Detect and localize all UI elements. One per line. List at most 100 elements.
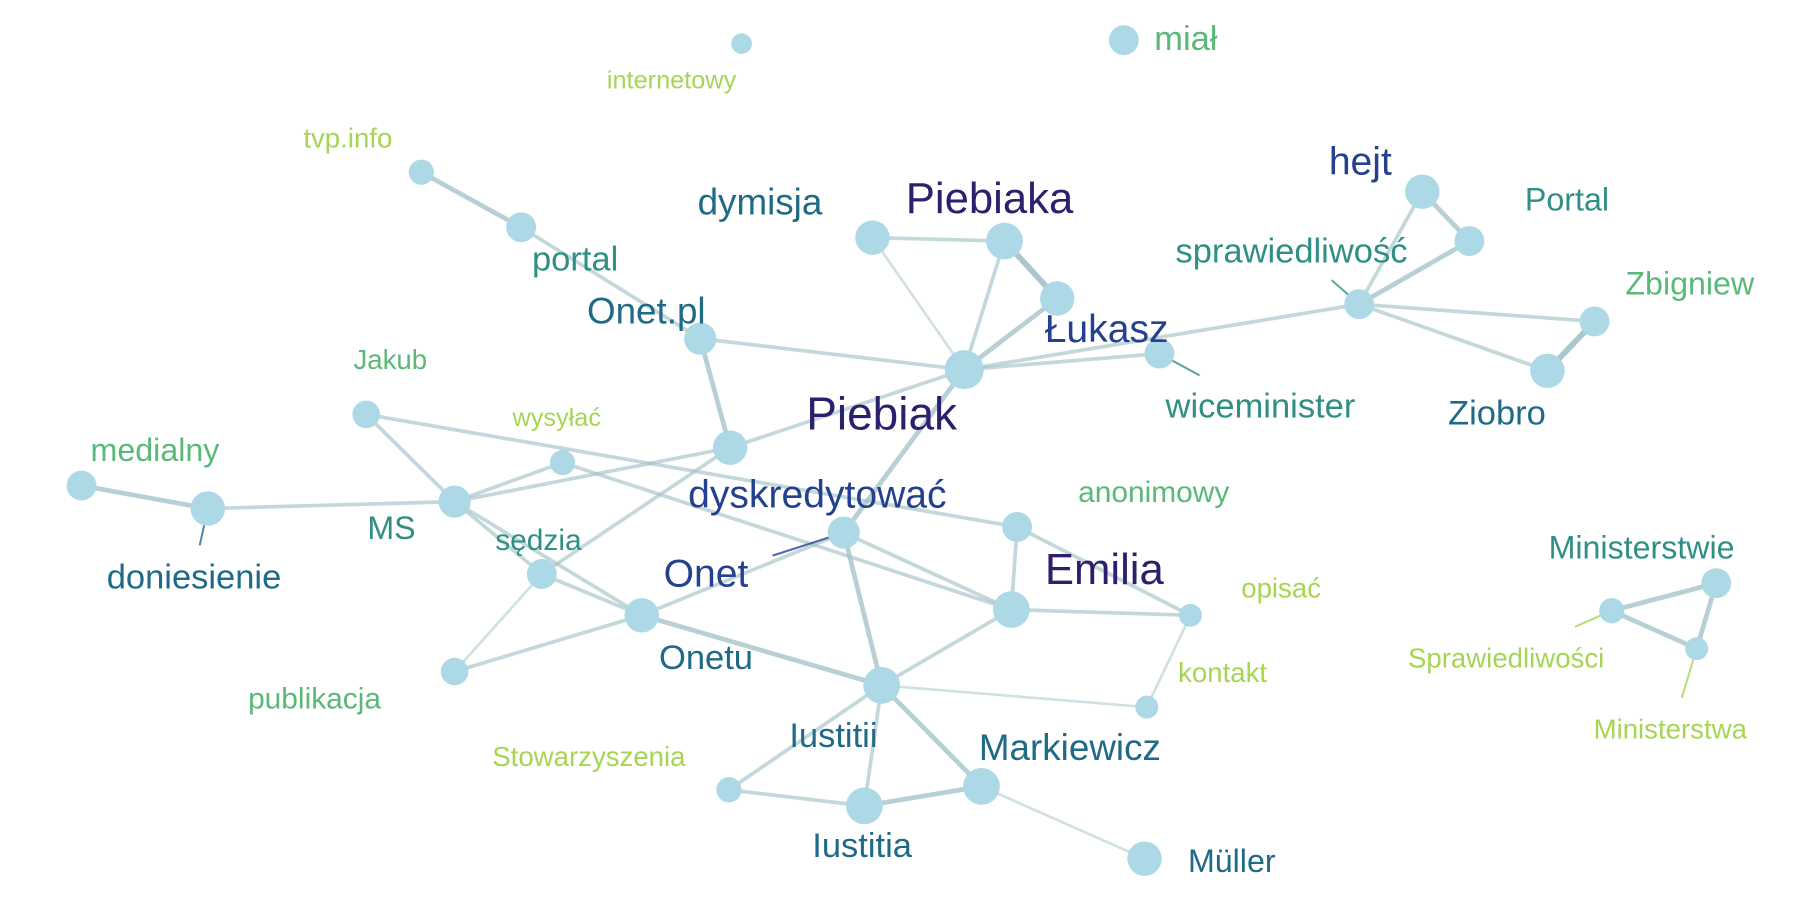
label-dyskredytowac: dyskredytować: [688, 473, 946, 516]
edge-ms-dyskredytowac: [452, 445, 732, 504]
label-onet: Onet: [664, 552, 749, 595]
label-sprawiedliwosci: Sprawiedliwości: [1408, 642, 1604, 673]
edge-tvp-portal: [418, 169, 524, 230]
node-iustitii: [863, 666, 900, 704]
node-onetpl: [684, 322, 717, 355]
edge-onetpl-piebiak: [698, 336, 967, 372]
label-internetowy: internetowy: [607, 66, 737, 94]
node-anonimowy: [1002, 511, 1033, 542]
node-tvp: [408, 159, 434, 185]
edge-iustitii-stowarzyszenia: [727, 683, 884, 792]
edge-opisac-kontakt: [1145, 613, 1192, 709]
label-ms: MS: [367, 510, 415, 546]
label-mial: miał: [1154, 20, 1218, 58]
edge-onetu-iustitii: [639, 612, 885, 688]
label-iustitii: Iustitii: [789, 717, 877, 755]
node-publikacja: [440, 657, 469, 686]
node-portal2: [1454, 226, 1485, 256]
edge-sprawiedliwosc-ziobro: [1357, 302, 1550, 373]
node-dyskredytowac: [712, 430, 748, 465]
edge-onetu-publikacja: [452, 613, 644, 674]
edge-ms-onetu: [452, 499, 644, 618]
edge-hejt-sprawiedliwosc: [1357, 189, 1425, 307]
label-doniesienie: doniesienie: [107, 558, 282, 596]
label-portal2: Portal: [1525, 182, 1609, 218]
label-iustitia: Iustitia: [812, 827, 913, 865]
label-piebiak: Piebiak: [806, 387, 958, 439]
node-sprawiedliwosci: [1599, 598, 1625, 624]
edge-sedzia-onetu: [539, 572, 644, 618]
edge-emilia-opisac: [1009, 607, 1193, 618]
node-sedzia: [526, 559, 557, 589]
node-jakub: [352, 400, 380, 429]
edge-portal2-sprawiedliwosc: [1356, 238, 1472, 307]
label-lukasz: Łukasz: [1045, 308, 1169, 351]
edge-sprawiedliwosci-ministerstwa: [1609, 608, 1700, 651]
edge-sprawiedliwosc-zbigniew: [1357, 302, 1597, 324]
node-hejt: [1405, 174, 1440, 209]
edge-markiewicz-muller: [980, 785, 1146, 860]
label-wiceminister: wiceminister: [1165, 387, 1356, 425]
edge-lukasz-piebiak: [961, 296, 1060, 373]
node-ministerstwie: [1701, 568, 1732, 599]
node-medialny: [66, 470, 97, 501]
edge-emilia-iustitii: [879, 607, 1014, 688]
node-zbigniew: [1579, 306, 1610, 337]
node-ministerstwa: [1685, 637, 1709, 661]
label-sedzia: sędzia: [495, 524, 582, 557]
edge-piebiaka-piebiak: [962, 239, 1007, 372]
node-internetowy: [731, 33, 752, 54]
edge-dymisja-piebiaka: [870, 235, 1007, 243]
label-onetpl: Onet.pl: [587, 291, 706, 332]
node-portal: [506, 212, 537, 243]
node-lukasz: [1040, 281, 1075, 316]
label-onetu: Onetu: [659, 639, 753, 677]
label-zbigniew: Zbigniew: [1625, 266, 1755, 302]
edge-ms-sedzia: [452, 499, 544, 576]
label-emilia: Emilia: [1045, 545, 1165, 594]
label-muller: Müller: [1188, 843, 1276, 879]
label-hejt: hejt: [1329, 140, 1392, 183]
edge-piebiak-wiceminister: [962, 351, 1162, 372]
node-wiceminister: [1144, 338, 1175, 369]
edge-wysylac-emilia: [560, 460, 1014, 612]
label-opisac: opisać: [1241, 572, 1321, 603]
label-stowarzyszenia: Stowarzyszenia: [492, 741, 686, 772]
edge-onet-iustitii: [841, 530, 885, 688]
label-markiewicz: Markiewicz: [979, 727, 1161, 768]
edge-sedzia-publikacja: [453, 572, 544, 673]
label-piebiaka: Piebiaka: [906, 174, 1074, 223]
label-sprawiedliwosc: sprawiedliwość: [1175, 232, 1407, 270]
edge-onetu-onet: [639, 530, 846, 618]
node-ms: [438, 485, 471, 518]
label-tvp: tvp.info: [303, 122, 392, 153]
edge-ms-wysylac: [452, 460, 565, 504]
edge-anonimowy-opisac: [1015, 525, 1193, 618]
node-stowarzyszenia: [716, 777, 742, 803]
node-ziobro: [1530, 353, 1565, 389]
node-onet: [827, 516, 860, 549]
edge-dymisja-piebiak: [871, 236, 966, 371]
edge-iustitii-markiewicz: [879, 682, 984, 789]
edge-portal-onetpl: [519, 225, 703, 341]
node-sprawiedliwosc: [1344, 289, 1375, 320]
label-ministerstwie: Ministerstwie: [1549, 530, 1735, 566]
node-dymisja: [855, 220, 890, 255]
edge-iustitii-iustitia: [862, 683, 884, 808]
label-kontakt: kontakt: [1178, 657, 1267, 688]
node-piebiaka: [986, 222, 1023, 260]
edge-jakub-anonimowy: [364, 412, 1019, 529]
node-markiewicz: [963, 767, 1000, 805]
edge-iustitii-kontakt: [880, 684, 1149, 709]
label-portal: portal: [532, 240, 618, 278]
node-emilia: [992, 591, 1030, 628]
edge-iustitia-markiewicz: [862, 783, 984, 809]
label-jakub: Jakub: [353, 344, 427, 375]
node-doniesienie: [190, 491, 225, 526]
edge-layer: [79, 169, 1719, 860]
node-piebiak: [944, 350, 984, 390]
label-publikacja: publikacja: [248, 683, 381, 716]
node-iustitia: [846, 787, 883, 825]
